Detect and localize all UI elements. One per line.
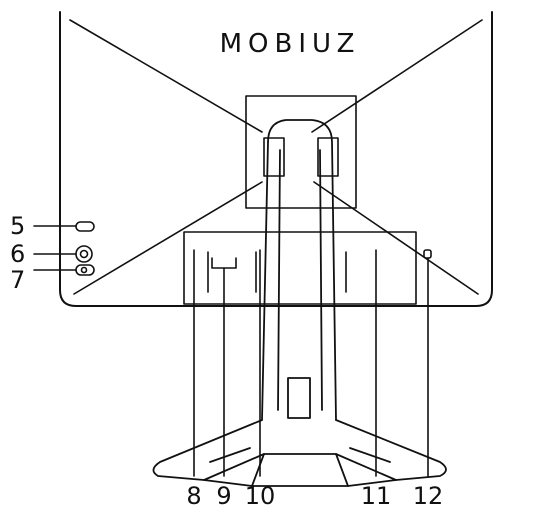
back-panel-x-lines [69, 19, 483, 295]
callout-8: 8 [186, 482, 201, 510]
power-button-icon [75, 264, 95, 276]
monitor-back-outline [59, 11, 493, 307]
callout-12: 12 [413, 482, 444, 510]
stand-base [152, 419, 447, 487]
vesa-mount [245, 95, 357, 209]
circle-joystick-icon [75, 245, 93, 263]
callout-9: 9 [216, 482, 231, 510]
callout-7: 7 [10, 266, 25, 294]
brand-logo: MOBIUZ [220, 29, 361, 59]
stand-neck [261, 119, 337, 421]
lock-slot-icon [423, 249, 432, 259]
callout-11: 11 [361, 482, 392, 510]
callout-6: 6 [10, 240, 25, 268]
leader-lines [33, 225, 429, 477]
callout-5: 5 [10, 212, 25, 240]
callout-10: 10 [245, 482, 276, 510]
oval-button-icon [75, 221, 95, 232]
io-panel [183, 231, 417, 305]
